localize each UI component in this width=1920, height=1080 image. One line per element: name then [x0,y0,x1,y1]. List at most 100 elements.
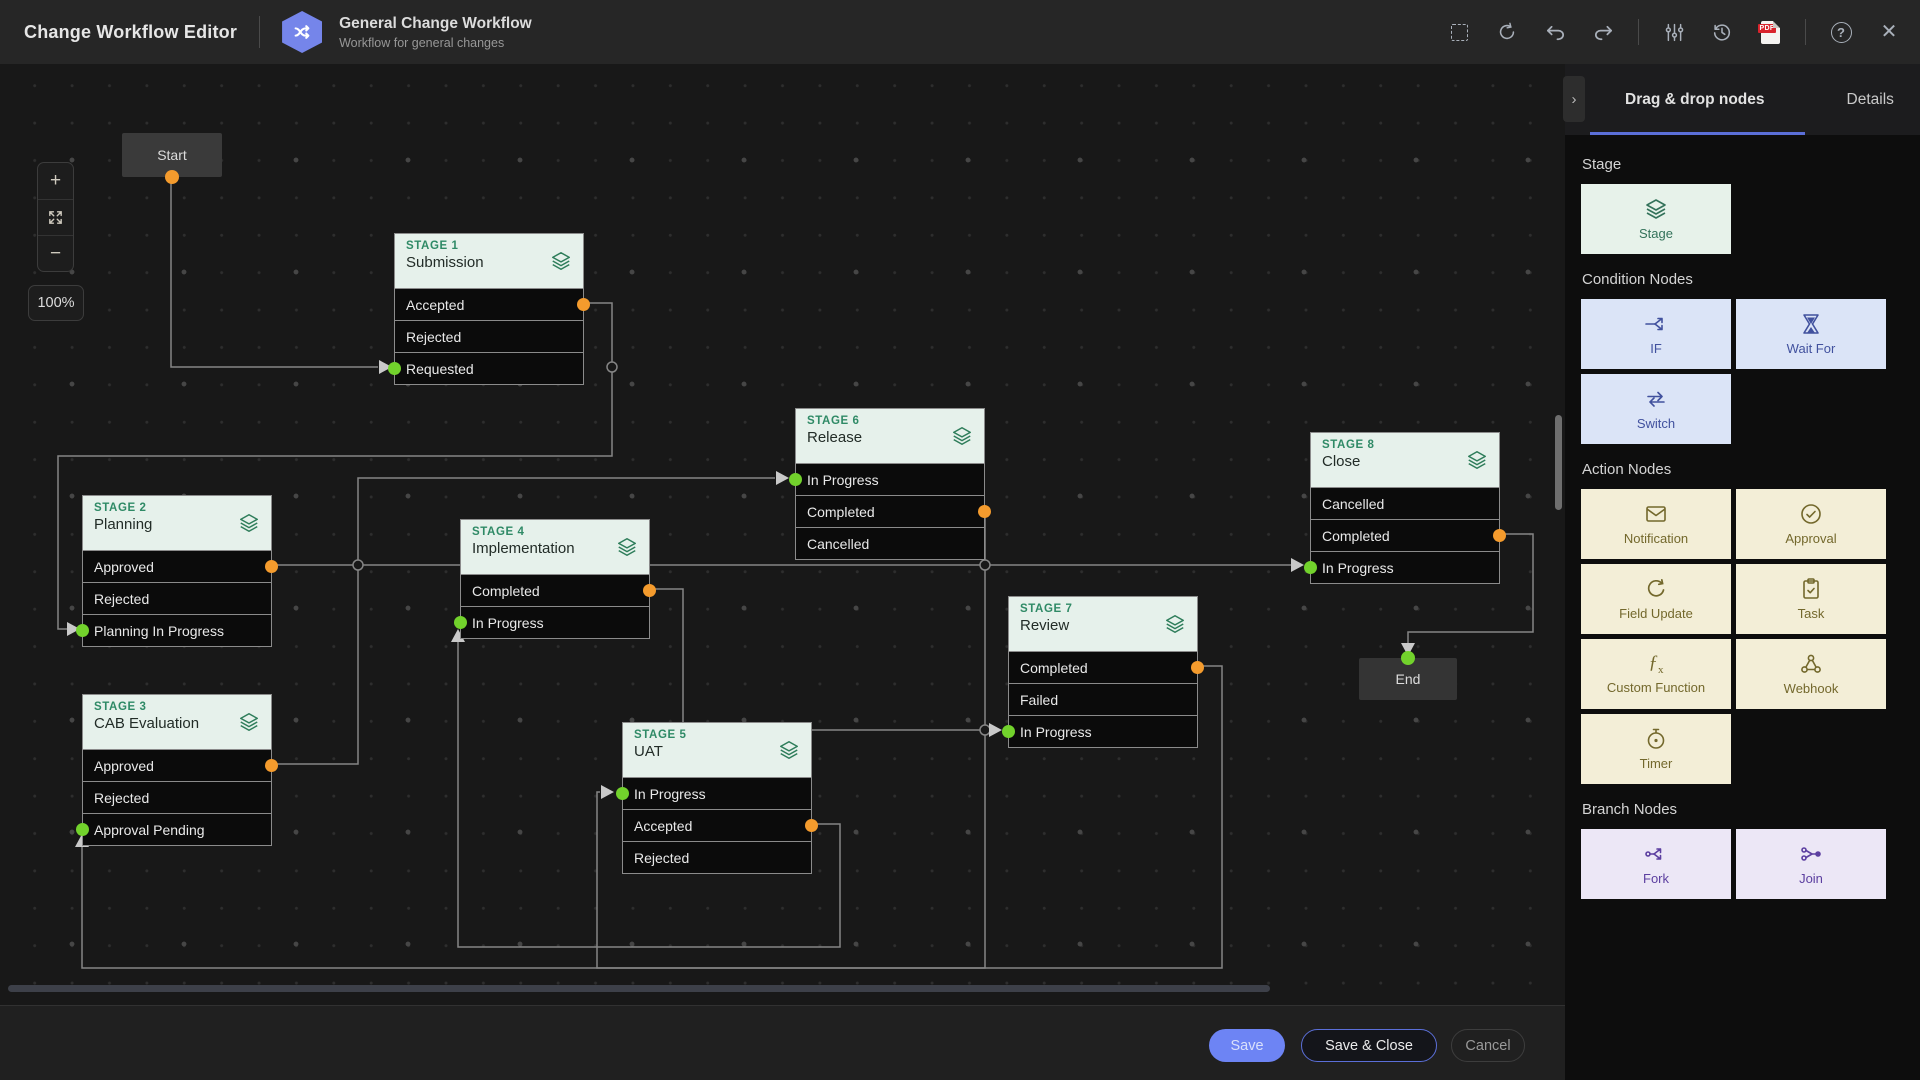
layers-icon [953,427,971,445]
output-port[interactable] [1493,529,1506,542]
stage-row-label: Approved [94,757,154,774]
stage-node-5[interactable]: STAGE 5 UAT In Progress Accepted Rejecte… [616,722,818,874]
input-port[interactable] [76,624,89,637]
tab-details[interactable]: Details [1846,90,1894,108]
output-port[interactable] [805,819,818,832]
input-port[interactable] [454,616,467,629]
end-node[interactable]: End [1359,651,1457,700]
stage-row[interactable]: In Progress [616,777,811,809]
palette-tile-stage[interactable]: Stage [1581,184,1731,254]
input-port[interactable] [1002,725,1015,738]
input-port[interactable] [1304,561,1317,574]
stage-row[interactable]: Approved [83,550,278,582]
export-pdf-icon[interactable]: PDF [1757,19,1783,45]
stage-row[interactable]: Completed [1311,519,1506,551]
palette-tile-if[interactable]: IF [1581,299,1731,369]
stage-row[interactable]: In Progress [1304,551,1499,583]
adjustments-icon[interactable] [1661,19,1687,45]
redo-icon[interactable] [1590,19,1616,45]
input-port[interactable] [76,823,89,836]
stage-row[interactable]: Rejected [83,582,271,614]
output-port[interactable] [643,584,656,597]
undo-icon[interactable] [1542,19,1568,45]
stage-node-7[interactable]: STAGE 7 Review Completed Failed In Progr… [1002,596,1204,748]
zoom-out-button[interactable]: − [38,235,73,271]
stage-row[interactable]: Cancelled [1311,487,1499,519]
stage-row[interactable]: Approved [83,749,278,781]
stage-node-2[interactable]: STAGE 2 Planning Approved Rejected Plann… [76,495,278,647]
stage-row[interactable]: Completed [461,574,656,606]
tile-label: IF [1650,341,1662,356]
stage-node-6[interactable]: STAGE 6 Release In Progress Completed Ca… [789,408,991,560]
condition-node-tiles: IF Wait For Switch [1581,299,1904,444]
envelope-icon [1646,506,1666,522]
save-button[interactable]: Save [1209,1029,1285,1062]
history-icon[interactable] [1709,19,1735,45]
collapse-panel-button[interactable]: › [1563,76,1585,122]
stage-row[interactable]: Failed [1009,683,1197,715]
marquee-select-icon[interactable] [1446,19,1472,45]
stage-row[interactable]: Planning In Progress [76,614,271,646]
workflow-canvas[interactable]: + − 100% Start End STAGE 1 Submission Ac… [0,64,1565,1005]
header-toolbar: PDF ? ✕ [1446,0,1902,64]
fit-screen-button[interactable] [38,199,73,235]
stage-row[interactable]: In Progress [1002,715,1197,747]
help-icon[interactable]: ? [1828,19,1854,45]
stage-node-4[interactable]: STAGE 4 Implementation Completed In Prog… [454,519,656,639]
input-port[interactable] [789,473,802,486]
stage-row[interactable]: Accepted [623,809,818,841]
refresh-icon[interactable] [1494,19,1520,45]
output-port[interactable] [978,505,991,518]
canvas-vertical-scrollbar[interactable] [1555,415,1562,510]
stage-node-header: STAGE 8 Close [1311,433,1499,487]
stage-row[interactable]: Requested [388,352,583,384]
stage-row[interactable]: Completed [1009,651,1204,683]
end-input-port[interactable] [1401,651,1415,665]
palette-tile-webhook[interactable]: Webhook [1736,639,1886,709]
action-node-tiles: Notification Approval Field Update Task … [1581,489,1904,784]
start-node[interactable]: Start [122,133,222,184]
stage-row[interactable]: Rejected [395,320,583,352]
stage-row[interactable]: Accepted [395,288,590,320]
stage-row[interactable]: In Progress [789,463,984,495]
stage-node-8[interactable]: STAGE 8 Close Cancelled Completed In Pro… [1304,432,1506,584]
layers-icon [240,713,258,731]
output-port[interactable] [265,560,278,573]
cancel-button[interactable]: Cancel [1451,1029,1525,1062]
stage-row[interactable]: Rejected [623,841,811,873]
palette-tile-timer[interactable]: Timer [1581,714,1731,784]
stage-row[interactable]: Approval Pending [76,813,271,845]
palette-tile-fork[interactable]: Fork [1581,829,1731,899]
palette-tile-join[interactable]: Join [1736,829,1886,899]
palette-tile-task[interactable]: Task [1736,564,1886,634]
stage-name: Planning [94,516,153,533]
stage-node-3[interactable]: STAGE 3 CAB Evaluation Approved Rejected… [76,694,278,846]
close-icon[interactable]: ✕ [1876,19,1902,45]
output-port[interactable] [265,759,278,772]
tab-drag-drop-nodes[interactable]: Drag & drop nodes [1625,90,1765,108]
stage-row-label: Rejected [634,849,690,866]
stage-row[interactable]: Rejected [83,781,271,813]
palette-tile-field-update[interactable]: Field Update [1581,564,1731,634]
stage-row[interactable]: Completed [796,495,991,527]
branch-node-tiles: Fork Join [1581,829,1904,899]
save-and-close-button[interactable]: Save & Close [1301,1029,1437,1062]
stage-tag: STAGE 4 [472,526,525,538]
output-port[interactable] [577,298,590,311]
palette-tile-wait-for[interactable]: Wait For [1736,299,1886,369]
start-output-port[interactable] [165,170,179,184]
input-port[interactable] [616,787,629,800]
stage-row[interactable]: Cancelled [796,527,984,559]
input-port[interactable] [388,362,401,375]
stage-row[interactable]: In Progress [454,606,649,638]
palette-tile-approval[interactable]: Approval [1736,489,1886,559]
stage-node-1[interactable]: STAGE 1 Submission Accepted Rejected Req… [388,233,590,385]
zoom-in-button[interactable]: + [49,170,62,191]
canvas-horizontal-scrollbar[interactable] [8,985,1270,992]
zoom-level-badge[interactable]: 100% [28,285,84,321]
palette-tile-switch[interactable]: Switch [1581,374,1731,444]
output-port[interactable] [1191,661,1204,674]
palette-tile-notification[interactable]: Notification [1581,489,1731,559]
palette-tile-custom-function[interactable]: ƒx Custom Function [1581,639,1731,709]
stage-tag: STAGE 2 [94,502,147,514]
